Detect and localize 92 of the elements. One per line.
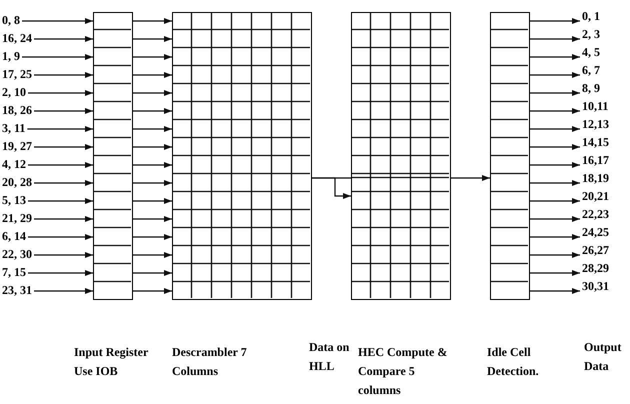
output-label: 4, 5 xyxy=(582,44,600,60)
input-label: 18, 26 xyxy=(2,102,32,118)
arrow xyxy=(34,108,93,114)
input-label: 20, 28 xyxy=(2,174,32,190)
hec-grid xyxy=(351,12,451,300)
arrow xyxy=(530,126,580,132)
arrow xyxy=(530,54,580,60)
block-label: HEC Compute & Compare 5 columns xyxy=(358,344,448,399)
input-label: 2, 10 xyxy=(2,84,26,100)
arrow xyxy=(133,54,172,60)
arrow xyxy=(530,72,580,78)
arrow xyxy=(133,72,172,78)
output-label: 20,21 xyxy=(582,188,609,204)
arrow xyxy=(133,126,172,132)
arrow xyxy=(34,252,93,258)
arrow xyxy=(28,90,93,96)
output-label: 30,31 xyxy=(582,278,609,294)
arrow xyxy=(133,216,172,222)
arrow xyxy=(34,288,93,294)
arrow xyxy=(133,252,172,258)
arrow xyxy=(530,144,580,150)
arrow xyxy=(28,234,93,240)
arrow xyxy=(133,270,172,276)
caption: Output Data xyxy=(584,339,622,375)
arrow xyxy=(22,54,93,60)
arrow xyxy=(530,252,580,258)
arrow xyxy=(27,126,93,132)
input-label: 4, 12 xyxy=(2,156,26,172)
input-label: 3, 11 xyxy=(2,120,26,136)
input-label: 22, 30 xyxy=(2,246,32,262)
output-label: 22,23 xyxy=(582,206,609,222)
arrow xyxy=(530,90,580,96)
input-label: 0, 8 xyxy=(2,12,20,28)
input-label: 1, 9 xyxy=(2,48,20,64)
input-label: 16, 24 xyxy=(2,30,32,46)
output-label: 28,29 xyxy=(582,260,609,276)
arrow xyxy=(530,216,580,222)
arrow xyxy=(530,18,580,24)
arrow xyxy=(530,180,580,186)
arrow xyxy=(133,36,172,42)
output-label: 18,19 xyxy=(582,170,609,186)
arrow xyxy=(34,72,93,78)
input-label: 19, 27 xyxy=(2,138,32,154)
arrow xyxy=(133,288,172,294)
descrambler-grid xyxy=(172,12,312,300)
arrow xyxy=(312,177,351,199)
input-label: 21, 29 xyxy=(2,210,32,226)
arrow xyxy=(530,108,580,114)
arrow xyxy=(28,270,93,276)
arrow xyxy=(133,234,172,240)
block-label: Descrambler 7 Columns xyxy=(172,344,248,380)
output-label: 26,27 xyxy=(582,242,609,258)
arrow xyxy=(28,162,93,168)
arrow xyxy=(530,270,580,276)
arrow xyxy=(133,144,172,150)
arrow xyxy=(133,180,172,186)
output-label: 0, 1 xyxy=(582,8,600,24)
arrow xyxy=(530,36,580,42)
arrow xyxy=(530,198,580,204)
input-label: 6, 14 xyxy=(2,228,26,244)
arrow xyxy=(530,288,580,294)
arrow xyxy=(34,36,93,42)
output-label: 12,13 xyxy=(582,116,609,132)
output-label: 6, 7 xyxy=(582,62,600,78)
arrow xyxy=(133,90,172,96)
input-label: 23, 31 xyxy=(2,282,32,298)
input-label: 5, 13 xyxy=(2,192,26,208)
caption: Data on HLL xyxy=(309,339,350,375)
arrow xyxy=(530,162,580,168)
input-label: 7, 15 xyxy=(2,264,26,280)
arrow xyxy=(133,198,172,204)
arrow xyxy=(28,198,93,204)
output-label: 2, 3 xyxy=(582,26,600,42)
block-label: Idle Cell Detection. xyxy=(487,344,540,380)
arrow xyxy=(34,144,93,150)
output-label: 8, 9 xyxy=(582,80,600,96)
arrow xyxy=(133,162,172,168)
idle-cell-column xyxy=(490,12,530,300)
arrow xyxy=(133,108,172,114)
arrow xyxy=(34,216,93,222)
block-label: Input Register Use IOB xyxy=(74,344,150,380)
arrow xyxy=(451,175,490,181)
arrow xyxy=(530,234,580,240)
output-label: 16,17 xyxy=(582,152,609,168)
arrow xyxy=(22,18,93,24)
output-label: 24,25 xyxy=(582,224,609,240)
output-label: 14,15 xyxy=(582,134,609,150)
input-label: 17, 25 xyxy=(2,66,32,82)
arrow xyxy=(133,18,172,24)
output-label: 10,11 xyxy=(582,98,608,114)
arrow xyxy=(34,180,93,186)
register-column xyxy=(93,12,133,300)
